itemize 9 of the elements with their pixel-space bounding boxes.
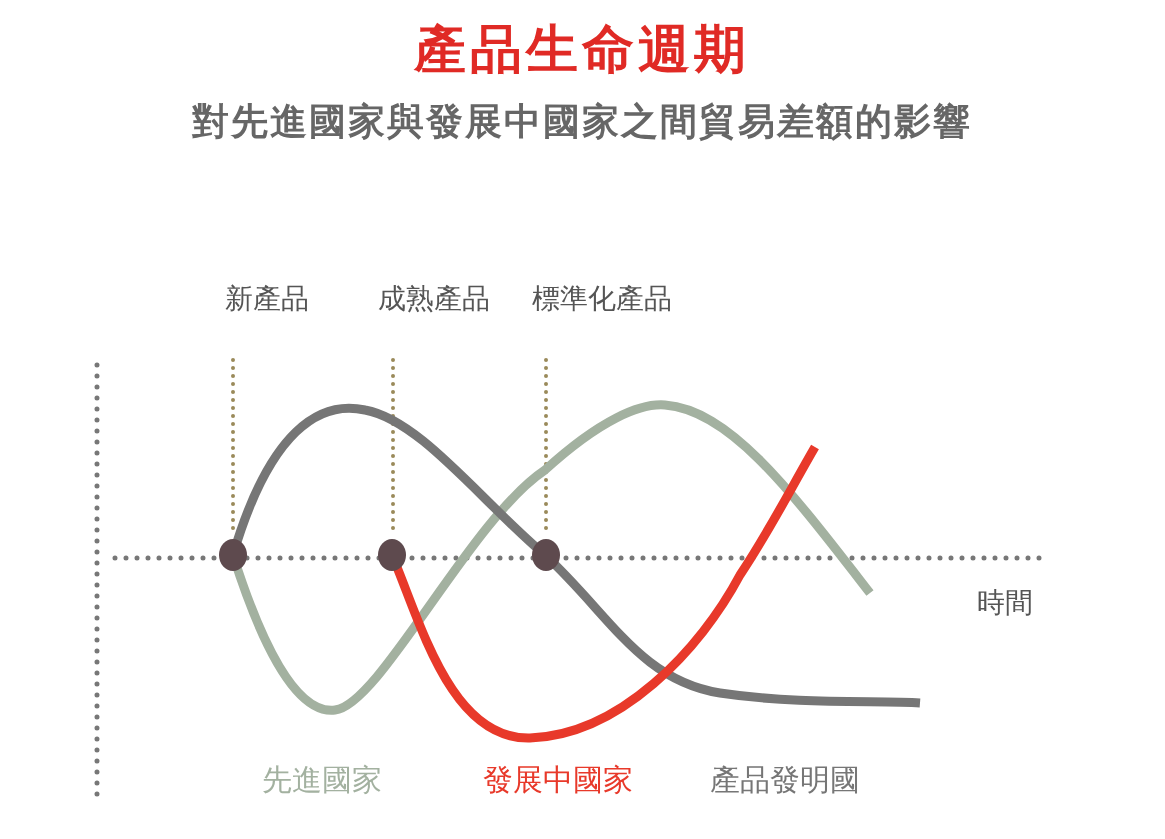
legend-label: 先進國家 bbox=[262, 762, 382, 798]
stage-label: 標準化產品 bbox=[532, 282, 672, 316]
axis-label: 時間 bbox=[977, 586, 1033, 620]
legend-label: 產品發明國 bbox=[710, 762, 860, 798]
subtitle: 對先進國家與發展中國家之間貿易差額的影響 bbox=[192, 100, 972, 145]
title: 產品生命週期 bbox=[414, 18, 750, 81]
stage-label: 新產品 bbox=[225, 282, 309, 316]
legend-label: 發展中國家 bbox=[483, 762, 633, 798]
stage-label: 成熟產品 bbox=[378, 282, 490, 316]
